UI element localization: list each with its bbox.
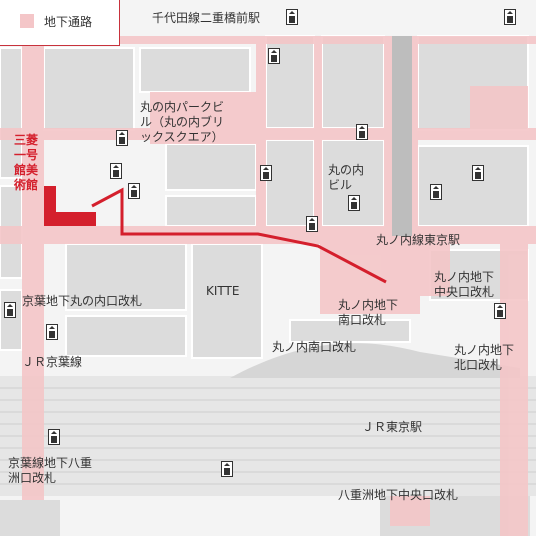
label-marunouchi-line-tokyo-station[interactable]: 丸ノ内線東京駅	[376, 233, 461, 247]
label-marunouchi-central-underground-gate[interactable]: 丸ノ内地下中央口改札	[434, 270, 495, 299]
label-keiyo-yaesu-underground-gate[interactable]: 京葉線地下八重洲口改札	[8, 456, 93, 485]
elevator-icon	[504, 9, 516, 25]
elevator-icon	[494, 303, 506, 319]
label-jr-tokyo-station[interactable]: ＪＲ東京駅	[362, 420, 423, 434]
elevator-icon	[472, 165, 484, 181]
elevator-icon	[48, 429, 60, 445]
label-mitsubishi-ichigokan-museum[interactable]: 三菱一号館美術館	[14, 133, 39, 192]
label-kitte[interactable]: KITTE	[206, 284, 240, 298]
elevator-icon	[221, 461, 233, 477]
label-jr-keiyo-line[interactable]: ＪＲ京葉線	[22, 355, 83, 369]
label-keiyo-marunouchi-gate[interactable]: 京葉地下丸の内口改札	[22, 294, 143, 308]
label-chiyoda-nijubashimae-station[interactable]: 千代田線二重橋前駅	[152, 11, 261, 25]
elevator-icon	[348, 195, 360, 211]
legend-label: 地下通路	[44, 15, 93, 29]
elevator-icon	[430, 184, 442, 200]
label-marunouchi-park-building[interactable]: 丸の内パークビル（丸の内ブリックスクエア）	[140, 100, 225, 144]
elevator-icon	[110, 163, 122, 179]
label-marunouchi-building[interactable]: 丸の内ビル	[328, 163, 365, 192]
label-yaesu-central-underground-gate[interactable]: 八重洲地下中央口改札	[338, 488, 459, 502]
elevator-icon	[286, 9, 298, 25]
elevator-icon	[356, 124, 368, 140]
elevator-icon	[116, 130, 128, 146]
elevator-icon	[4, 302, 16, 318]
museum-building	[44, 186, 96, 226]
elevator-icon	[306, 216, 318, 232]
label-marunouchi-south-gate[interactable]: 丸ノ内南口改札	[272, 340, 357, 354]
label-marunouchi-south-underground-gate[interactable]: 丸ノ内地下南口改札	[338, 298, 399, 327]
elevator-icon	[128, 183, 140, 199]
legend: 地下通路	[0, 0, 120, 46]
legend-underground-swatch	[20, 14, 34, 28]
walking-route	[91, 187, 387, 284]
label-marunouchi-north-underground-gate[interactable]: 丸ノ内地下北口改札	[454, 343, 515, 372]
elevator-icon	[260, 165, 272, 181]
elevator-icon	[46, 324, 58, 340]
elevator-icon	[268, 48, 280, 64]
